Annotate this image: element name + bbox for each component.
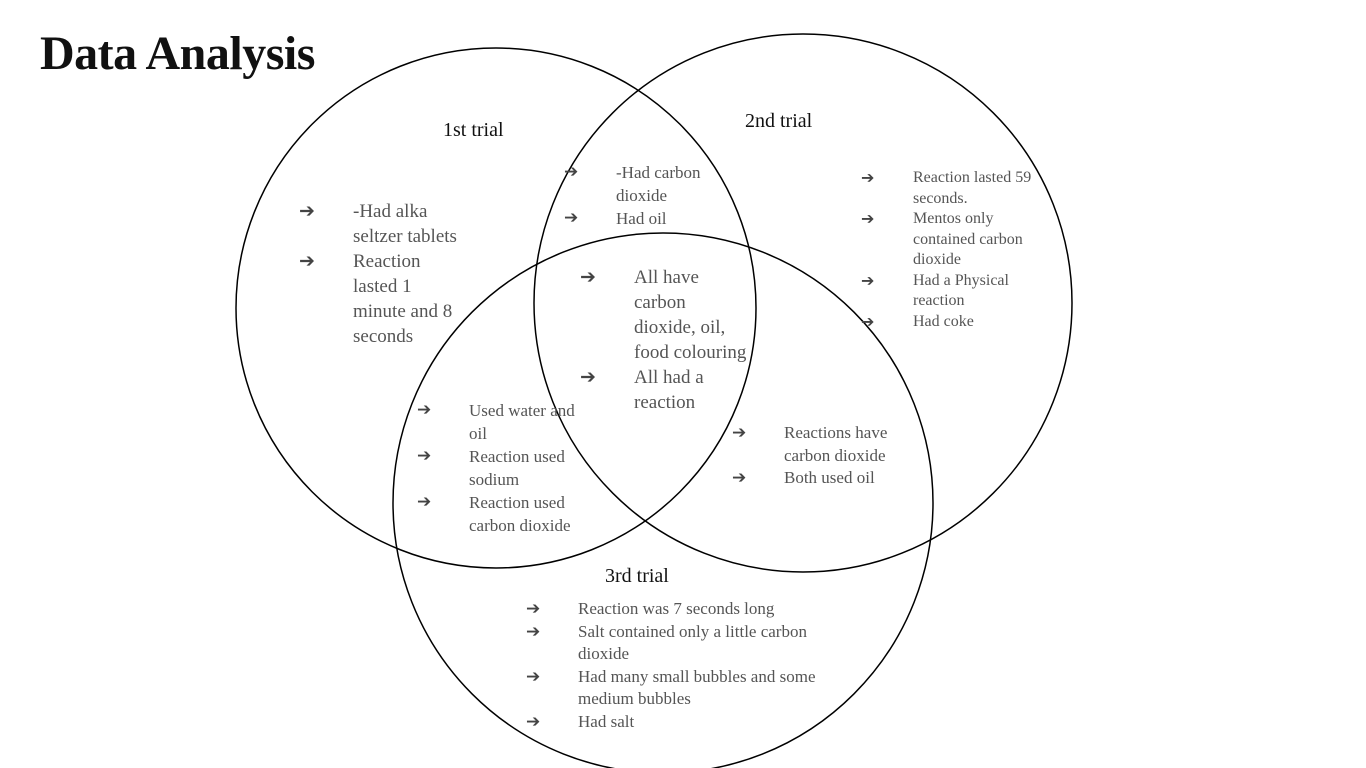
list-item: ➔ Salt contained only a little carbon di…	[526, 621, 826, 666]
item-text: Had oil	[616, 209, 667, 228]
right-arrow-icon: ➔	[564, 208, 579, 228]
circle-trial-1	[235, 47, 757, 569]
item-text: -Had carbon dioxide	[616, 163, 701, 205]
right-arrow-icon: ➔	[861, 209, 875, 228]
list-item: ➔ -Had alka seltzer tablets	[299, 199, 461, 249]
right-arrow-icon: ➔	[299, 200, 315, 222]
item-text: -Had alka seltzer tablets	[353, 201, 457, 247]
list-item: ➔ Reaction lasted 59 seconds.	[861, 168, 1037, 209]
right-arrow-icon: ➔	[861, 270, 875, 290]
list-item: ➔ Had oil	[564, 207, 728, 230]
item-text: Reaction lasted 59 seconds.	[913, 169, 1032, 207]
item-text: Reaction was 7 seconds long	[578, 599, 775, 618]
right-arrow-icon: ➔	[564, 162, 579, 182]
label-trial-3: 3rd trial	[605, 565, 669, 587]
region-trial1-trial2: ➔ -Had carbon dioxide ➔ Had oil	[564, 161, 728, 230]
right-arrow-icon: ➔	[417, 446, 432, 466]
circle-trial-2	[533, 33, 1073, 573]
right-arrow-icon: ➔	[861, 168, 875, 187]
list-item: ➔ Reaction lasted 1 minute and 8 seconds	[299, 249, 461, 349]
item-text: Had many small bubbles and some medium b…	[578, 666, 816, 709]
label-trial-2: 2nd trial	[745, 110, 813, 132]
item-text: Both used oil	[784, 468, 875, 487]
item-text: All had a reaction	[634, 367, 704, 413]
item-text: Reaction used sodium	[469, 447, 565, 489]
list-item: ➔ Mentos only contained carbon dioxide	[861, 209, 1037, 271]
list-item: ➔ Reactions have carbon dioxide	[732, 422, 896, 467]
item-text: Salt contained only a little carbon diox…	[578, 621, 807, 664]
list-item: ➔ Had a Physical reaction	[861, 271, 1037, 312]
list-item: ➔ All have carbon dioxide, oil, food col…	[580, 265, 750, 365]
list-item: ➔ All had a reaction	[580, 365, 750, 415]
page-title: Data Analysis	[40, 27, 315, 80]
list-item: ➔ Reaction was 7 seconds long	[526, 598, 826, 621]
region-trial2-trial3: ➔ Reactions have carbon dioxide ➔ Both u…	[732, 422, 896, 490]
right-arrow-icon: ➔	[732, 468, 747, 488]
list-item: ➔ Reaction used sodium	[417, 445, 581, 491]
region-trial2-only: ➔ Reaction lasted 59 seconds. ➔ Mentos o…	[861, 168, 1037, 333]
list-item: ➔ Had many small bubbles and some medium…	[526, 666, 826, 711]
item-text: Reaction used carbon dioxide	[469, 493, 571, 535]
right-arrow-icon: ➔	[417, 492, 432, 512]
right-arrow-icon: ➔	[580, 266, 596, 288]
circle-trial-3	[392, 232, 934, 768]
list-item: ➔ Both used oil	[732, 467, 896, 490]
list-item: ➔ Had coke	[861, 312, 1037, 333]
list-item: ➔ Reaction used carbon dioxide	[417, 491, 581, 537]
list-item: ➔ -Had carbon dioxide	[564, 161, 728, 207]
region-trial1-trial3: ➔ Used water and oil ➔ Reaction used sod…	[417, 399, 581, 537]
region-trial1-only: ➔ -Had alka seltzer tablets ➔ Reaction l…	[299, 199, 461, 349]
right-arrow-icon: ➔	[580, 366, 596, 388]
item-text: All have carbon dioxide, oil, food colou…	[634, 267, 747, 363]
right-arrow-icon: ➔	[526, 621, 541, 642]
right-arrow-icon: ➔	[861, 311, 875, 331]
right-arrow-icon: ➔	[732, 423, 747, 443]
list-item: ➔ Used water and oil	[417, 399, 581, 445]
region-trial3-only: ➔ Reaction was 7 seconds long ➔ Salt con…	[526, 598, 826, 734]
item-text: Reactions have carbon dioxide	[784, 423, 888, 465]
list-item: ➔ Had salt	[526, 711, 826, 734]
item-text: Used water and oil	[469, 401, 575, 443]
item-text: Had coke	[913, 312, 974, 330]
item-text: Mentos only contained carbon dioxide	[913, 210, 1023, 268]
right-arrow-icon: ➔	[526, 599, 541, 619]
right-arrow-icon: ➔	[526, 711, 541, 732]
label-trial-1: 1st trial	[443, 119, 504, 141]
item-text: Had salt	[578, 711, 635, 731]
item-text: Had a Physical reaction	[913, 271, 1009, 310]
right-arrow-icon: ➔	[526, 666, 541, 687]
region-all-three: ➔ All have carbon dioxide, oil, food col…	[580, 265, 750, 415]
right-arrow-icon: ➔	[299, 250, 315, 272]
item-text: Reaction lasted 1 minute and 8 seconds	[353, 251, 453, 347]
right-arrow-icon: ➔	[417, 400, 432, 420]
